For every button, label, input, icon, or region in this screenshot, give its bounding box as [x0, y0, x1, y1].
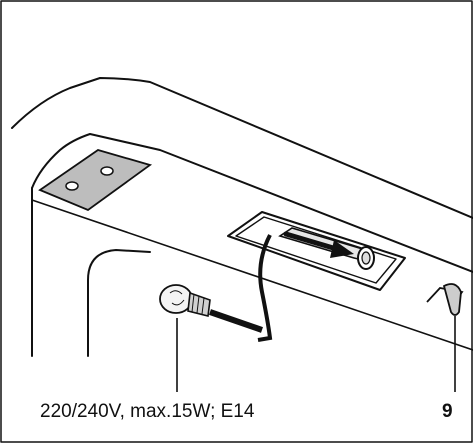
screw-icon — [65, 181, 79, 191]
lamp-cable — [257, 234, 273, 342]
side-window-edge — [87, 249, 151, 357]
screw-plate — [38, 149, 153, 212]
screw-icon — [100, 166, 114, 176]
panel-front-edge — [31, 133, 473, 273]
arm-top-edge — [11, 77, 473, 219]
spare-bulb-icon — [159, 284, 211, 317]
bulb-socket-cable — [209, 309, 263, 333]
part-number-label: 9 — [442, 401, 453, 422]
bulb-spec-label: 220/240V, max.15W; E14 — [40, 401, 255, 422]
latch-part-9 — [426, 283, 464, 316]
insert-arrow-icon — [283, 231, 354, 258]
lamp-slot-outer — [227, 211, 406, 291]
arm-under-edge — [31, 199, 473, 351]
lamp-slot-inner — [235, 216, 397, 284]
